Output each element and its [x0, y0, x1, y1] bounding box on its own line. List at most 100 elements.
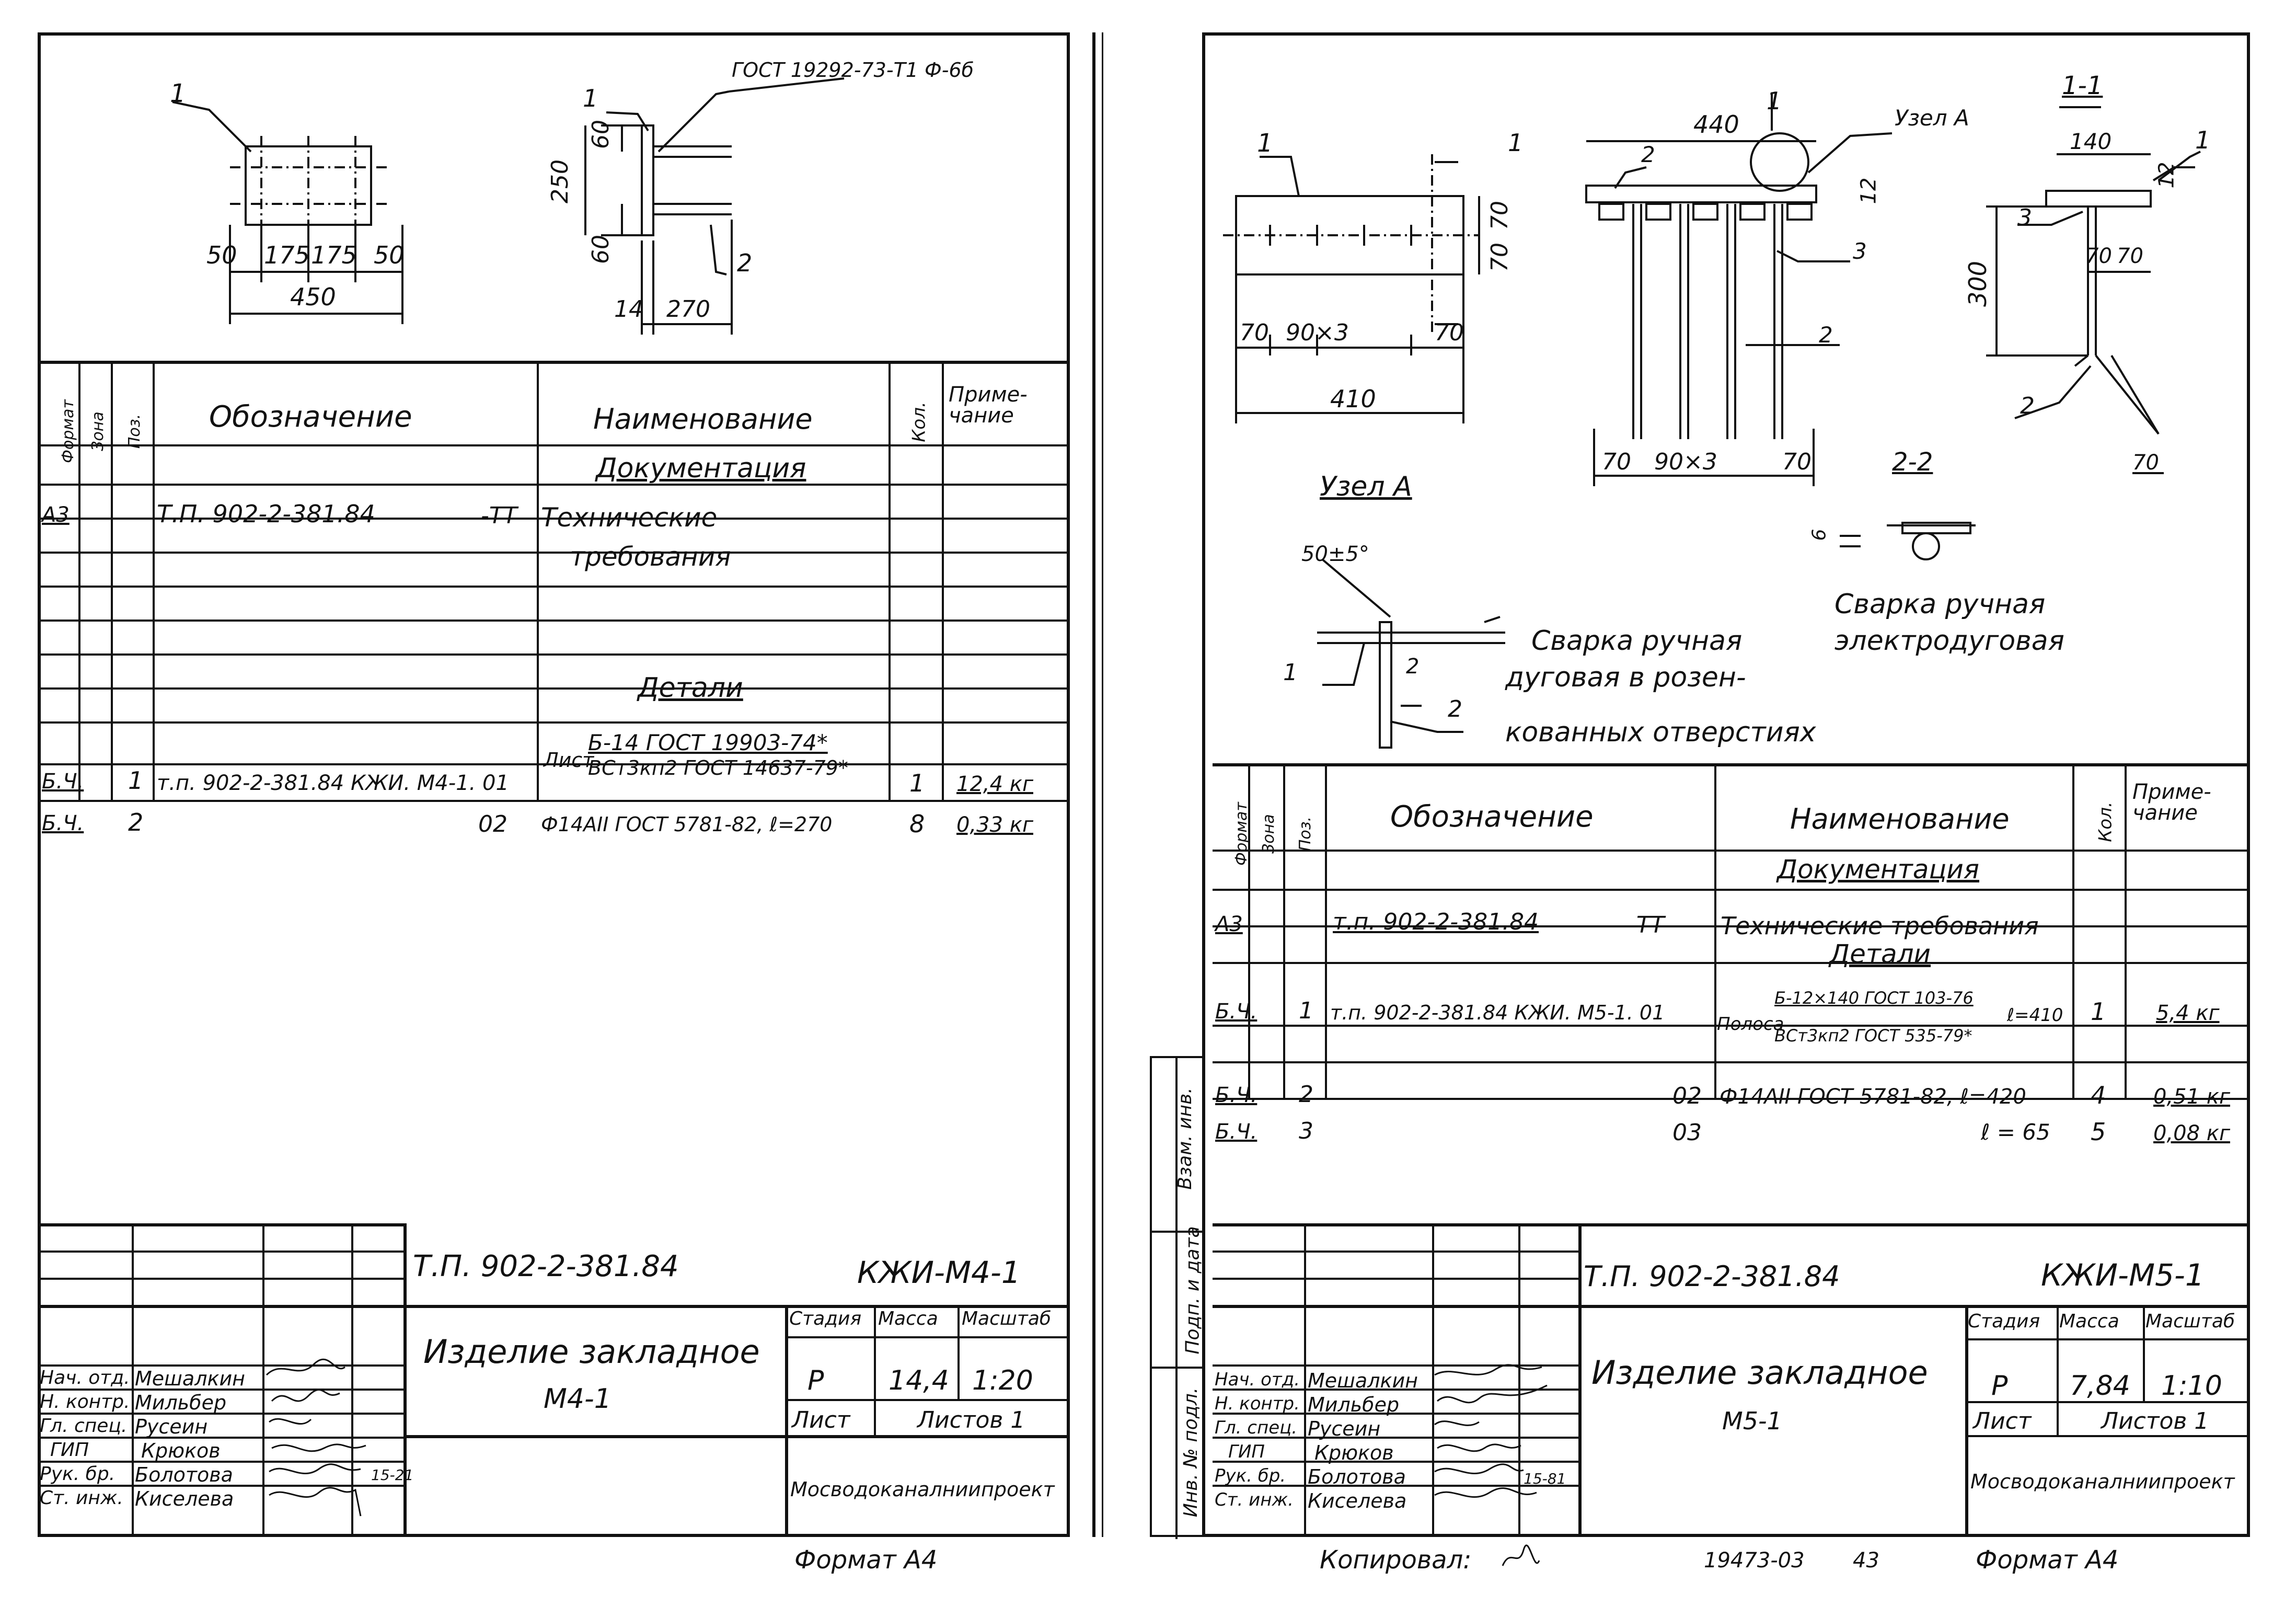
m4-scale-label: Масштаб: [962, 1308, 1052, 1329]
m5-role-4: ГИП: [1228, 1441, 1265, 1462]
m4-name-4: Крюков: [141, 1439, 221, 1462]
center-fold-line: [1092, 32, 1095, 1537]
m4-sheets-label: Листов 1: [917, 1407, 1025, 1433]
m4-name-5: Болотова: [135, 1463, 233, 1486]
m5-row2-designation: 02: [1672, 1083, 1702, 1109]
m4-plan-dim-1: 50: [206, 241, 237, 269]
m5-weld-note-1-line-2: дуговая в розен-: [1505, 662, 1746, 693]
m5-role-6: Ст. инж.: [1215, 1489, 1294, 1510]
m4-plan-dim-4: 50: [374, 241, 405, 269]
m4-row1-designation: т.п. 902-2-381.84 КЖИ. М4-1. 01: [157, 771, 509, 795]
m5-section-2-2: 2-2: [1892, 448, 1933, 477]
m4-section-docs: Документация: [596, 453, 806, 484]
m4-stage-label: Стадия: [789, 1308, 862, 1329]
m4-col-designation: Обозначение: [209, 400, 412, 434]
m5-sec1-dim-70c: 70: [2132, 451, 2159, 475]
m5-side-strip: [1150, 1056, 1204, 1539]
m5-name-2: Мильбер: [1308, 1393, 1400, 1416]
m4-side-dim-14: 14: [614, 296, 643, 323]
m5-elev-dim-h2: 90×3: [1654, 449, 1717, 475]
m5-plan-pos-1: 1: [1257, 129, 1273, 158]
m5-row1-name-2: ВСт3кп2 ГОСТ 535-79*: [1774, 1026, 1972, 1046]
m4-side-dim-270: 270: [666, 296, 710, 323]
m5-row3-qty: 5: [2091, 1118, 2106, 1146]
m5-footer-number: 19473-03: [1704, 1548, 1805, 1573]
m5-row2-qty: 4: [2091, 1081, 2106, 1109]
m4-row1-name-1: Б-14 ГОСТ 19903-74*: [588, 730, 828, 755]
m5-plan-dim-h3: 70: [1435, 319, 1464, 346]
right-sheet-frame: [1202, 32, 2250, 1537]
m5-title-2: М5-1: [1722, 1407, 1782, 1435]
m5-name-4: Крюков: [1314, 1441, 1394, 1464]
m4-plan-dim-2: 175: [264, 241, 310, 269]
m4-plan-dim-3: 175: [311, 241, 357, 269]
m5-col-designation: Обозначение: [1390, 800, 1594, 834]
m5-name-3: Русеин: [1308, 1417, 1381, 1440]
m5-row1-designation: т.п. 902-2-381.84 КЖИ. М5-1. 01: [1330, 1001, 1665, 1024]
m4-stage: Р: [807, 1365, 824, 1396]
m5-org: Мосводоканалниипроект: [1970, 1470, 2235, 1493]
m4-row1-qty: 1: [909, 769, 925, 797]
m5-elev-pos-2b: 2: [1819, 322, 1833, 348]
m4-side-pos-1: 1: [583, 84, 598, 112]
m5-role-1: Нач. отд.: [1215, 1369, 1300, 1390]
m5-doc-format: А3: [1215, 912, 1243, 936]
m5-row1-name-1: Б-12×140 ГОСТ 103-76: [1774, 988, 1974, 1008]
m5-elev-total: 440: [1693, 110, 1739, 139]
m4-gost-note: ГОСТ 19292-73-Т1 Ф-6б: [732, 59, 974, 82]
m4-project: Т.П. 902-2-381.84: [413, 1249, 679, 1283]
m4-name-6: Киселева: [135, 1487, 234, 1510]
m4-sheet-label: Лист: [792, 1407, 850, 1433]
m5-sheet-label: Лист: [1973, 1408, 2032, 1435]
m5-title-1: Изделие закладное: [1591, 1353, 1928, 1392]
m5-doc-designation: т.п. 902-2-381.84: [1333, 909, 1539, 935]
m4-mass-label: Масса: [878, 1308, 938, 1329]
m5-row3-note: 0,08 кг: [2153, 1121, 2230, 1145]
m4-row2-designation: 02: [478, 811, 507, 838]
m4-mass: 14,4: [889, 1365, 949, 1396]
m5-row1-note: 5,4 кг: [2156, 1001, 2220, 1025]
m4-title-2: М4-1: [544, 1383, 612, 1415]
m4-date: 15-21: [371, 1466, 414, 1484]
m5-footer-copied: Копировал:: [1320, 1545, 1472, 1575]
m5-sec1-dim-70b: 70: [2117, 244, 2143, 268]
m5-row3-pos: 3: [1299, 1118, 1313, 1144]
m4-row1-name-2: ВСт3кп2 ГОСТ 14637-79*: [588, 756, 848, 779]
m5-spec-table: [1213, 763, 2250, 1213]
m4-row2-name: Ф14АII ГОСТ 5781-82, ℓ=270: [541, 813, 833, 836]
m5-col-note: Приме-чание: [2132, 780, 2211, 825]
m5-name-5: Болотова: [1308, 1465, 1406, 1488]
m5-role-2: Н. контр.: [1215, 1393, 1300, 1414]
m5-name-1: Мешалкин: [1308, 1369, 1418, 1392]
m4-title-1: Изделие закладное: [423, 1333, 760, 1371]
m5-weld-note-1-line-3: кованных отверстиях: [1505, 717, 1816, 748]
m5-role-3: Гл. спец.: [1215, 1417, 1298, 1438]
m5-row2-format: Б.Ч.: [1215, 1083, 1257, 1107]
m5-date: 15-81: [1524, 1470, 1566, 1487]
m5-sheets-label: Листов 1: [2101, 1408, 2209, 1435]
m5-elev-dim-h1: 70: [1602, 449, 1631, 475]
m4-pos-1-label: 1: [170, 79, 186, 108]
m5-node-title: Узел А: [1320, 471, 1412, 502]
m5-elev-pos-2: 2: [1641, 142, 1655, 167]
m5-stage-label: Стадия: [1968, 1311, 2040, 1332]
m5-row3-name: ℓ = 65: [1981, 1119, 2050, 1145]
m5-footer-format: Формат А4: [1976, 1545, 2119, 1575]
m5-plan-total: 410: [1330, 385, 1376, 413]
m5-section-details: Детали: [1829, 939, 1931, 969]
m5-sec1-pos-1: 1: [2195, 126, 2211, 154]
m5-sec1-pos-2: 2: [2020, 393, 2035, 419]
m4-plan-dim-total: 450: [290, 283, 336, 311]
m5-footer-page: 43: [1853, 1548, 1879, 1573]
m5-code: КЖИ-М5-1: [2041, 1257, 2205, 1293]
m4-role-3: Гл. спец.: [40, 1415, 128, 1437]
m4-code: КЖИ-М4-1: [857, 1255, 1021, 1290]
m5-mass-label: Масса: [2059, 1311, 2119, 1332]
m4-role-6: Ст. инж.: [40, 1487, 123, 1509]
m5-title-block: [1213, 1223, 2250, 1537]
m4-row2-note: 0,33 кг: [956, 813, 1033, 837]
